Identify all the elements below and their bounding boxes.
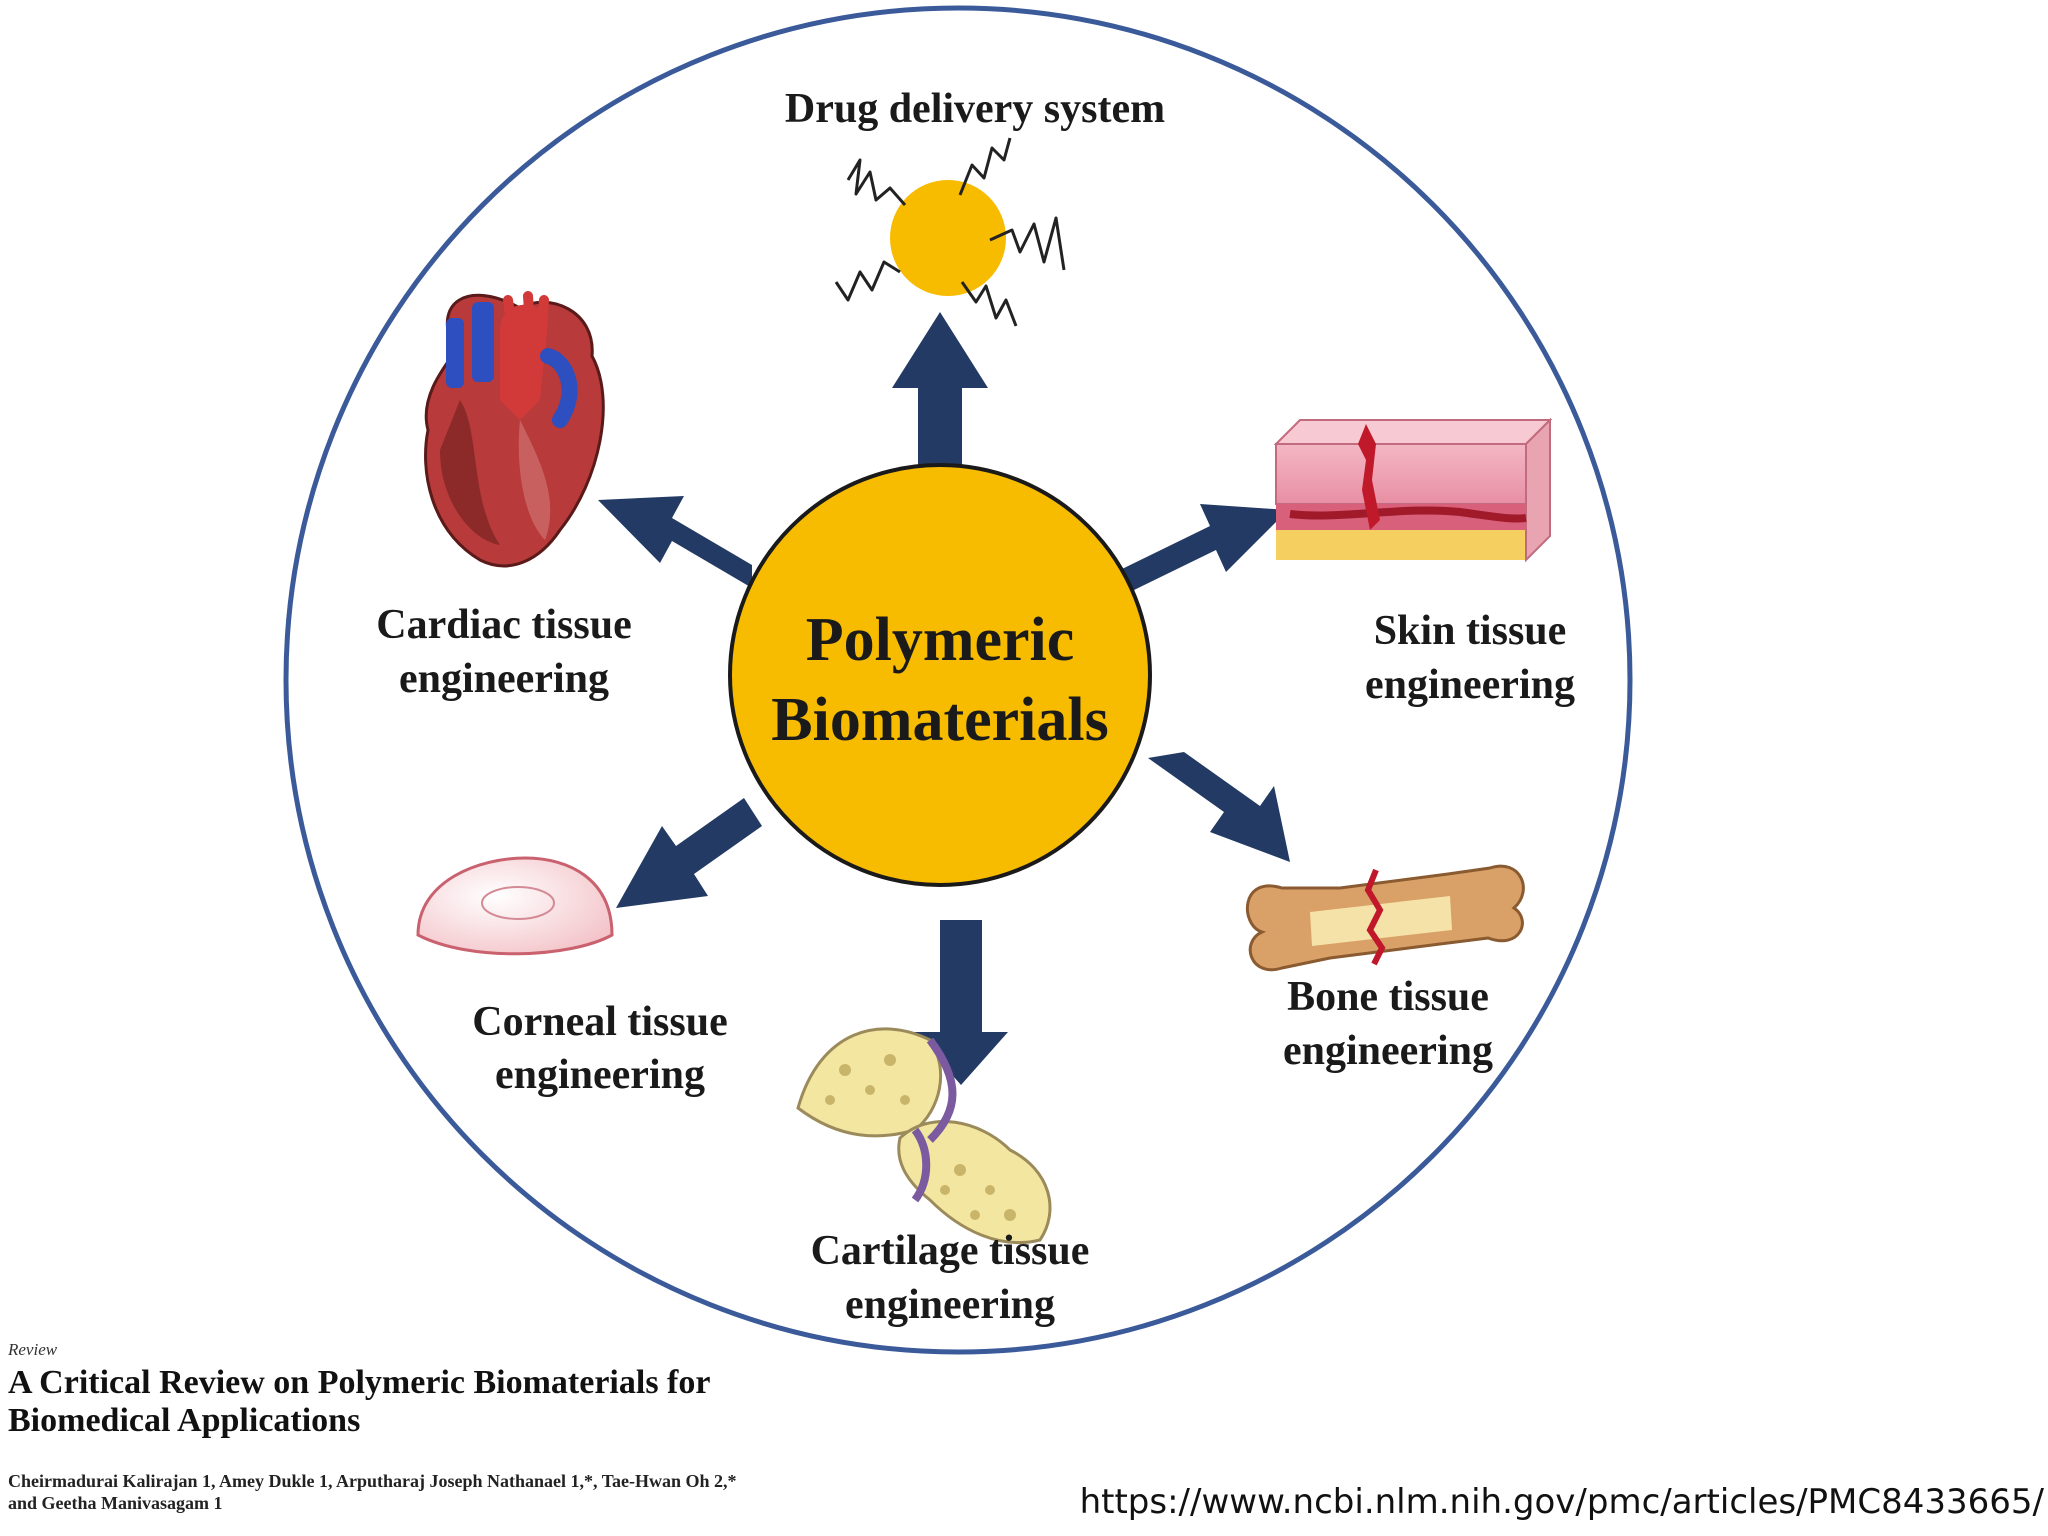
arrow-to-corneal [616,798,762,908]
paper-title: A Critical Review on Polymeric Biomateri… [8,1364,1008,1440]
cardiac-label-line2: engineering [399,656,609,702]
drug-delivery-illustration [834,137,1066,327]
cartilage-illustration [796,1027,1052,1245]
center-label-line2: Biomaterials [771,686,1109,754]
bone-illustration [1246,864,1525,972]
corneal-label-line2: engineering [495,1052,705,1098]
source-url[interactable]: https://www.ncbi.nlm.nih.gov/pmc/article… [1079,1482,2044,1522]
skin-illustration [1273,417,1553,563]
cartilage-label-line1: Cartilage tissue [811,1228,1090,1274]
skin-label-line2: engineering [1365,662,1575,708]
arrow-to-cardiac [598,496,752,588]
bone-label-line2: engineering [1283,1028,1493,1074]
skin-label-line1: Skin tissue [1374,608,1567,654]
paper-title-line1: A Critical Review on Polymeric Biomateri… [8,1364,711,1401]
paper-title-line2: Biomedical Applications [8,1402,361,1439]
cartilage-label-line2: engineering [845,1282,1055,1328]
paper-authors: Cheirmadurai Kalirajan 1, Amey Dukle 1, … [8,1470,1008,1514]
arrow-to-skin [1122,504,1288,593]
paper-authors-line1: Cheirmadurai Kalirajan 1, Amey Dukle 1, … [8,1471,737,1491]
center-circle [728,463,1152,887]
paper-authors-line2: and Geetha Manivasagam 1 [8,1493,223,1513]
article-type-label: Review [8,1340,58,1359]
corneal-lens-illustration [416,856,614,956]
arrow-to-drug-delivery [892,312,988,470]
center-label-line1: Polymeric [806,606,1075,674]
paper-citation: Review A Critical Review on Polymeric Bi… [8,1340,1008,1514]
heart-illustration [424,291,605,568]
drug-delivery-label: Drug delivery system [785,86,1165,132]
corneal-label-line1: Corneal tissue [472,999,728,1045]
bone-label-line1: Bone tissue [1287,974,1489,1020]
arrow-to-bone [1148,752,1290,862]
cardiac-label-line1: Cardiac tissue [376,602,632,648]
